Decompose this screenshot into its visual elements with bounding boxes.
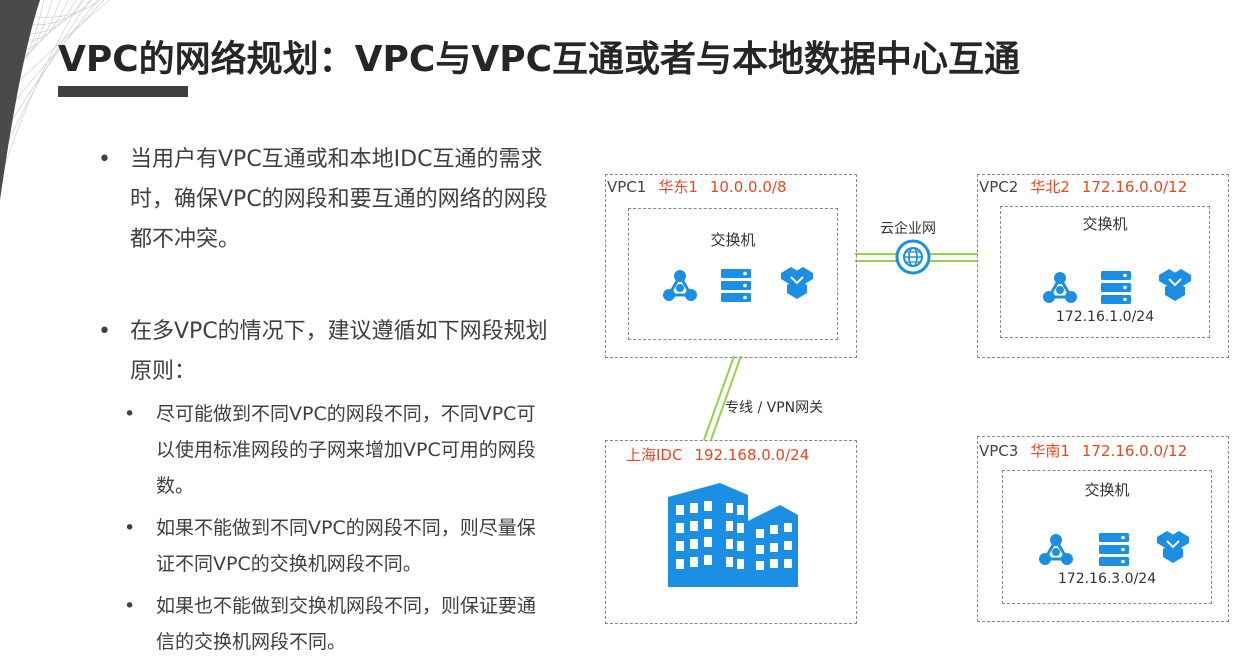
sub-bullet-line: 如果不能做到不同VPC的网段不同，则尽量保 xyxy=(156,517,536,539)
vpc2-box xyxy=(977,174,1229,358)
vpc1-switch-label: 交换机 xyxy=(710,231,756,249)
network-nodes-icon xyxy=(663,270,697,301)
vpc1-box xyxy=(605,174,857,358)
vpc3-region: 华南1 xyxy=(1030,442,1070,460)
bullet-dot: • xyxy=(98,147,111,172)
vpc3-switch-cidr: 172.16.3.0/24 xyxy=(1057,571,1157,587)
vpc2-switch-label: 交换机 xyxy=(1082,215,1128,233)
network-nodes-icon xyxy=(1039,534,1073,565)
server-stack-icon xyxy=(1101,271,1131,304)
vpc3-name: VPC3 xyxy=(979,442,1019,460)
sub-bullet-line: 证不同VPC的交换机网段不同。 xyxy=(156,553,422,575)
sub-bullet-line: 信的交换机网段不同。 xyxy=(156,631,347,653)
idc-box xyxy=(605,440,857,624)
decorative-wave-lines xyxy=(0,0,111,200)
vpc-hexagon-icon xyxy=(1159,269,1191,301)
bullet-item: • 在多VPC的情况下，建议遵循如下网段规划 原则： xyxy=(98,312,590,392)
title-underline-bar xyxy=(58,86,188,97)
network-nodes-icon xyxy=(1043,272,1077,303)
vpc3-cidr: 172.16.0.0/12 xyxy=(1081,442,1188,460)
sub-bullet-line: 如果也不能做到交换机网段不同，则保证要通 xyxy=(156,595,537,617)
sub-bullet-line: 以使用标准网段的子网来增加VPC可用的网段 xyxy=(156,439,536,461)
vpc3-label: VPC3 华南1 172.16.0.0/12 xyxy=(979,440,1187,461)
sub-bullet-item: • 如果也不能做到交换机网段不同，则保证要通 信的交换机网段不同。 xyxy=(124,588,586,660)
vpc2-region: 华北2 xyxy=(1030,178,1070,196)
bullet-dot: • xyxy=(124,517,136,539)
vpc1-name: VPC1 xyxy=(607,178,647,196)
bullet-dot: • xyxy=(124,595,136,617)
vpc2-name: VPC2 xyxy=(979,178,1019,196)
vpc3-box xyxy=(977,436,1229,622)
page-title: VPC的网络规划：VPC与VPC互通或者与本地数据中心互通 xyxy=(58,39,1020,80)
bullet-line: 当用户有VPC互通或和本地IDC互通的需求 xyxy=(130,147,543,172)
bullet-line: 原则： xyxy=(130,359,197,384)
sub-bullet-line: 数。 xyxy=(156,475,195,497)
bullet-dot: • xyxy=(98,319,111,344)
vpc2-switch-cidr: 172.16.1.0/24 xyxy=(1055,309,1155,325)
vpc1-switch-box: 交换机 xyxy=(628,208,838,340)
idc-label: 上海IDC 192.168.0.0/24 xyxy=(626,444,809,465)
vpn-link-label: 专线 / VPN网关 xyxy=(725,400,824,416)
sub-bullet-item: • 如果不能做到不同VPC的网段不同，则尽量保 证不同VPC的交换机网段不同。 xyxy=(124,510,586,582)
vpc-hexagon-icon xyxy=(1157,531,1189,563)
server-stack-icon xyxy=(1099,533,1129,566)
idc-name: 上海IDC xyxy=(626,446,683,464)
server-stack-icon xyxy=(721,269,751,302)
sub-bullet-item: • 尽可能做到不同VPC的网段不同，不同VPC可 以使用标准网段的子网来增加VP… xyxy=(124,396,586,504)
vpn-link xyxy=(703,355,742,441)
cen-link-label: 云企业网 xyxy=(880,221,936,237)
bullet-line: 在多VPC的情况下，建议遵循如下网段规划 xyxy=(130,319,548,344)
vpc1-label: VPC1 华东1 10.0.0.0/8 xyxy=(607,176,787,197)
vpc3-switch-label: 交换机 xyxy=(1084,481,1130,499)
office-building-icon xyxy=(668,483,798,587)
globe-icon xyxy=(895,239,931,275)
bullet-line: 时，确保VPC的网段和要互通的网络的网段 xyxy=(130,187,548,212)
vpc1-cidr: 10.0.0.0/8 xyxy=(709,178,787,196)
vpc2-cidr: 172.16.0.0/12 xyxy=(1081,178,1188,196)
bullet-line: 都不冲突。 xyxy=(130,227,241,252)
idc-cidr: 192.168.0.0/24 xyxy=(694,446,810,464)
vpc1-region: 华东1 xyxy=(658,178,698,196)
sub-bullet-line: 尽可能做到不同VPC的网段不同，不同VPC可 xyxy=(156,403,536,425)
vpc-hexagon-icon xyxy=(781,267,813,299)
vpc2-switch-box: 交换机 172.16.1.0/24 xyxy=(1000,206,1210,338)
bullet-dot: • xyxy=(124,403,136,425)
vpc3-switch-box: 交换机 172.16.3.0/24 xyxy=(1002,470,1212,604)
bullet-item: • 当用户有VPC互通或和本地IDC互通的需求 时，确保VPC的网段和要互通的网… xyxy=(98,140,590,260)
vpc2-label: VPC2 华北2 172.16.0.0/12 xyxy=(979,176,1187,197)
